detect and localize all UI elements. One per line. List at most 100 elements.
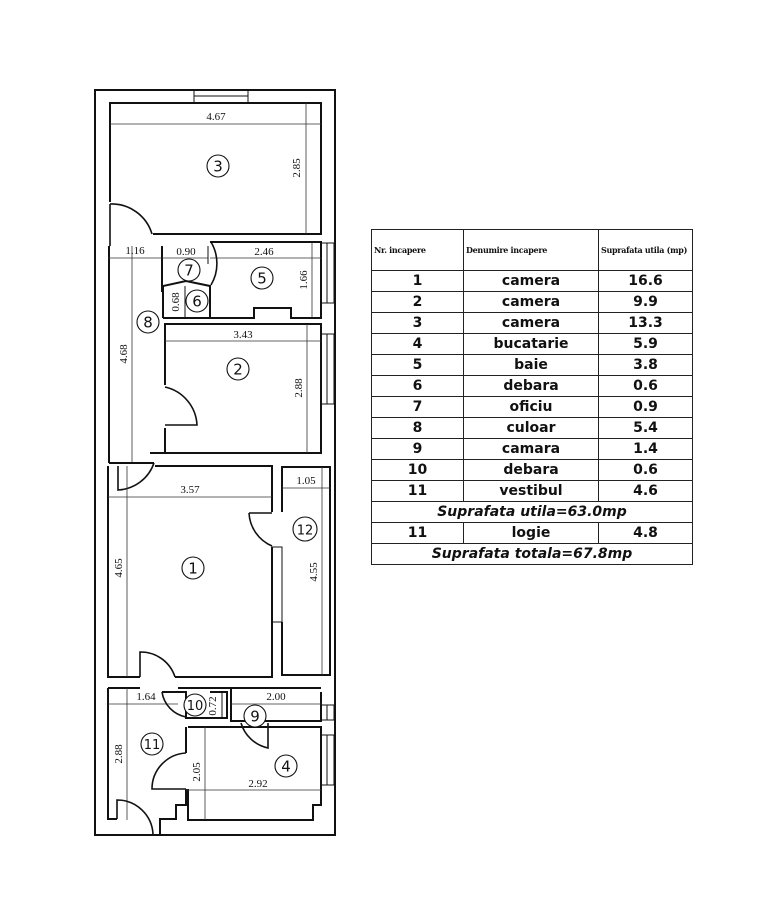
svg-text:2: 2 <box>233 361 243 379</box>
svg-text:4: 4 <box>281 758 291 776</box>
room-number-cell: 8 <box>371 417 464 439</box>
room-3-walls <box>109 102 322 235</box>
room-name-cell: baie <box>463 354 599 376</box>
room-area-cell: 1.4 <box>598 438 693 460</box>
room-number-cell: 10 <box>371 459 464 481</box>
room-12-walls <box>281 466 331 676</box>
dim-room-12-height: 4.55 <box>308 562 320 582</box>
svg-text:7: 7 <box>184 262 194 280</box>
svg-text:11: 11 <box>144 738 161 753</box>
room-name-cell: oficiu <box>463 396 599 418</box>
svg-text:6: 6 <box>192 293 202 311</box>
room-name-cell: logie <box>463 522 599 544</box>
room-area-cell: 16.6 <box>598 270 693 292</box>
room-area-cell: 4.8 <box>598 522 693 544</box>
room-label-3: 3 <box>206 154 230 178</box>
room-area-table: Nr. incapere Denumire incapere Suprafata… <box>371 229 693 565</box>
room-area-cell: 5.4 <box>598 417 693 439</box>
room-area-cell: 0.9 <box>598 396 693 418</box>
room-label-8: 8 <box>136 310 160 334</box>
room-number-cell: 9 <box>371 438 464 460</box>
room-1-left-wall <box>107 466 140 678</box>
room-label-6: 6 <box>185 289 209 313</box>
loggia-window <box>271 546 283 623</box>
dim-room-10-height: 0.72 <box>207 696 219 715</box>
vestibule-right-wall-lower <box>159 789 187 834</box>
room-area-cell: 4.6 <box>598 480 693 502</box>
room-2-walls <box>164 323 322 454</box>
room-1-bottom-door <box>139 651 176 678</box>
room-4-walls <box>187 726 322 821</box>
dim-corridor-width: 1.16 <box>125 245 145 257</box>
dim-room-3-width: 4.67 <box>206 111 226 123</box>
room-12-door <box>248 512 273 547</box>
room-number-cell: 7 <box>371 396 464 418</box>
room-area-cell: 9.9 <box>598 291 693 313</box>
room-name-cell: debara <box>463 375 599 397</box>
room-number-cell: 1 <box>371 270 464 292</box>
dim-room-2-height: 2.88 <box>293 378 305 398</box>
dim-room-3-height: 2.85 <box>291 158 303 178</box>
room-name-cell: culoar <box>463 417 599 439</box>
room-label-9: 9 <box>243 704 267 728</box>
room-name-cell: debara <box>463 459 599 481</box>
room-1-top-door <box>117 462 155 491</box>
header-room-number: Nr. incapere <box>371 229 464 271</box>
room-area-cell: 5.9 <box>598 333 693 355</box>
room-label-4: 4 <box>274 754 298 778</box>
dim-room-5-width: 2.46 <box>254 246 274 258</box>
dim-room-2-width: 3.43 <box>233 329 253 341</box>
room-name-cell: vestibul <box>463 480 599 502</box>
room-area-cell: 13.3 <box>598 312 693 334</box>
room-label-7: 7 <box>177 258 201 282</box>
svg-text:12: 12 <box>297 524 314 539</box>
header-room-name: Denumire incapere <box>463 229 599 271</box>
room-number-cell: 3 <box>371 312 464 334</box>
dim-room-12-width: 1.05 <box>296 475 316 487</box>
dim-room-5-height: 1.66 <box>298 270 310 290</box>
svg-text:8: 8 <box>143 314 153 332</box>
vestibule-left-wall <box>107 688 117 820</box>
room-2-door <box>164 386 198 426</box>
room-area-cell: 3.8 <box>598 354 693 376</box>
dim-room-1-width: 3.57 <box>180 484 200 496</box>
room-area-cell: 0.6 <box>598 375 693 397</box>
svg-text:1: 1 <box>188 560 198 578</box>
dim-room-7-width: 0.90 <box>176 246 196 258</box>
room-name-cell: bucatarie <box>463 333 599 355</box>
room-label-11: 11 <box>140 732 164 756</box>
room-5-walls <box>209 241 322 319</box>
room-1-top-wall <box>155 465 273 512</box>
svg-text:5: 5 <box>257 270 267 288</box>
room-label-1: 1 <box>181 556 205 580</box>
room-10-walls <box>162 691 228 719</box>
room-number-cell: 2 <box>371 291 464 313</box>
room-9-walls <box>230 688 322 722</box>
room-name-cell: camera <box>463 270 599 292</box>
total-area: Suprafata totala=67.8mp <box>371 543 693 565</box>
subtotal-usable-area: Suprafata utila=63.0mp <box>371 501 693 523</box>
dim-room-4-height: 2.05 <box>191 762 203 782</box>
room-label-5: 5 <box>250 266 274 290</box>
total-row: Suprafata totala=67.8mp <box>371 543 693 565</box>
dim-room-1-height: 4.65 <box>113 558 125 578</box>
dim-vestibule-height: 2.88 <box>113 744 125 764</box>
table-header-row: Nr. incapere Denumire incapere Suprafata… <box>371 229 693 271</box>
room-number-cell: 11 <box>371 480 464 502</box>
dim-vestibule-width: 1.64 <box>136 691 156 703</box>
room-number-cell: 4 <box>371 333 464 355</box>
room-5-door <box>210 241 218 286</box>
room-4-door <box>151 752 187 790</box>
dim-room-9-width: 2.00 <box>266 691 286 703</box>
room-area-cell: 0.6 <box>598 459 693 481</box>
